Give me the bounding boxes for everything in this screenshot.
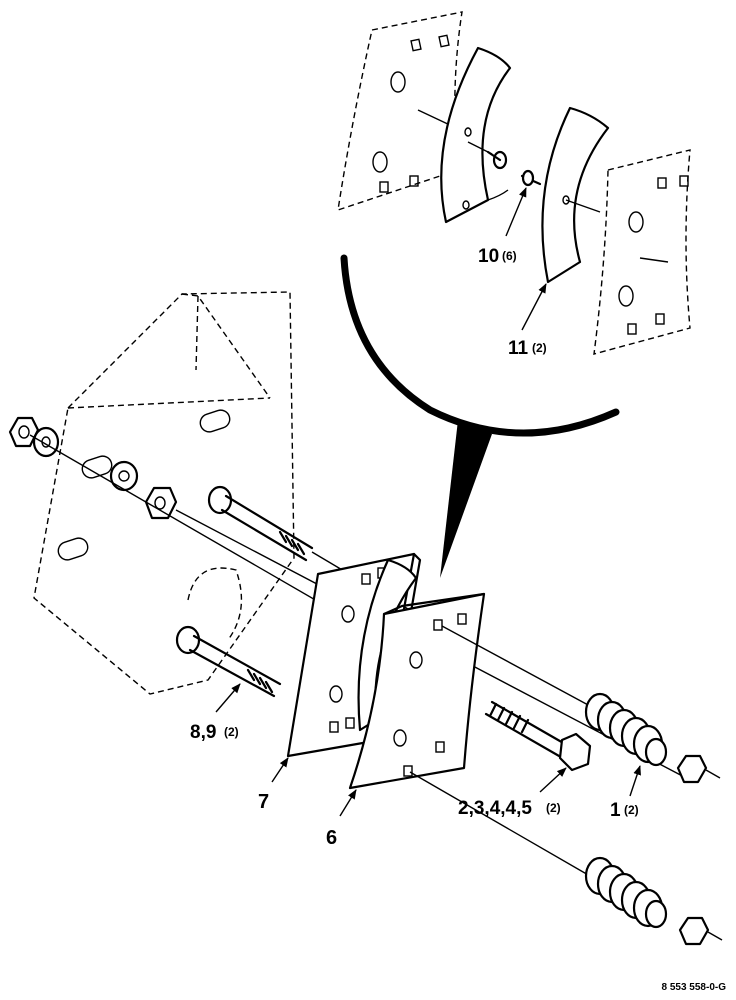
svg-text:11: 11	[508, 338, 529, 359]
washer-left	[32, 426, 60, 458]
svg-text:(2): (2)	[546, 801, 561, 815]
callout-7: 7	[258, 791, 269, 813]
svg-text:2,3,4,4,5: 2,3,4,4,5	[458, 798, 532, 819]
callout-6: 6	[326, 827, 337, 849]
carriage-bolt-lower	[175, 625, 282, 698]
frame-plate	[33, 291, 295, 695]
callout-8-9: 8,9 (2)	[190, 722, 239, 743]
svg-text:1: 1	[610, 800, 621, 821]
inset-wear-strip-right	[541, 106, 610, 284]
callout-10: 10 (6)	[478, 246, 517, 267]
plate-6	[348, 592, 591, 877]
detail-pointer	[440, 420, 492, 578]
svg-text:(2): (2)	[624, 803, 639, 817]
inset-wear-strip-left	[440, 46, 512, 224]
hex-nut-left	[8, 416, 40, 448]
hex-nut-upper-right	[676, 754, 721, 784]
inset-bolt-10	[467, 141, 508, 170]
svg-text:(2): (2)	[532, 341, 547, 355]
hex-nut-frame	[144, 486, 178, 520]
svg-text:(6): (6)	[502, 249, 517, 263]
inset-left-plate	[337, 11, 463, 212]
spring-upper	[584, 692, 668, 767]
svg-text:(2): (2)	[224, 725, 239, 739]
hex-nut-lower-right	[678, 916, 723, 946]
svg-text:10: 10	[478, 246, 499, 267]
svg-text:8,9: 8,9	[190, 722, 216, 743]
callout-2-3-4-4-5: 2,3,4,4,5 (2)	[458, 798, 561, 819]
inset-bolt-10b	[520, 169, 542, 187]
svg-text:6: 6	[326, 827, 337, 849]
spring-lower	[584, 856, 668, 929]
detail-circle-arc	[340, 254, 620, 437]
drawing-code: 8 553 558-0-G	[662, 982, 727, 993]
hex-bolt	[484, 700, 592, 772]
inset-right-plate	[593, 149, 691, 355]
detail-inset	[337, 11, 691, 578]
svg-text:7: 7	[258, 791, 269, 813]
callout-1: 1 (2)	[610, 800, 639, 821]
callout-11: 11 (2)	[508, 338, 547, 359]
washer-frame	[109, 460, 139, 492]
